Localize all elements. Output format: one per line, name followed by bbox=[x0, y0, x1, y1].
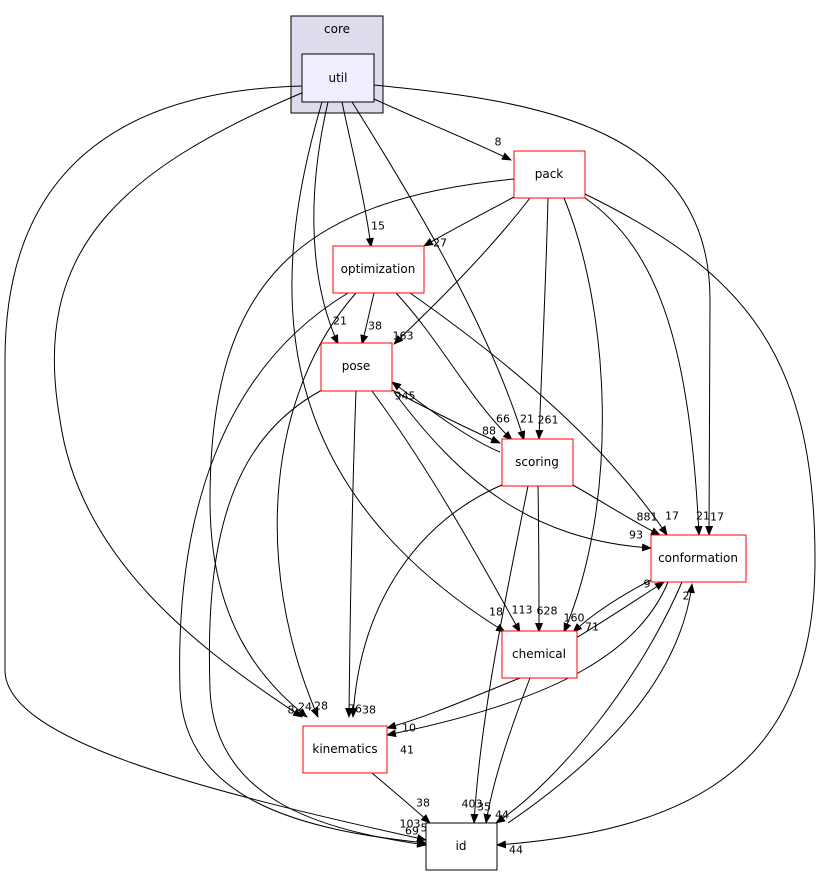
edges bbox=[4, 84, 816, 849]
edge-label: 403 bbox=[462, 798, 483, 811]
edge-pack-optimization bbox=[423, 196, 515, 247]
edge-label: 18 bbox=[489, 606, 503, 619]
edge-pose-chemical bbox=[371, 390, 521, 633]
edge-pack-kinematics bbox=[209, 178, 515, 718]
edge-label: 945 bbox=[395, 390, 416, 403]
edge-label: 71 bbox=[585, 621, 599, 634]
edge-label: 881 bbox=[637, 511, 658, 524]
edge-util-pose bbox=[313, 101, 339, 345]
node-scoring[interactable]: scoring bbox=[501, 438, 574, 487]
edge-label: 163 bbox=[393, 330, 414, 343]
edge-label: 44 bbox=[509, 844, 523, 857]
edge-label: 27 bbox=[433, 237, 447, 250]
edge-pose-id bbox=[208, 389, 427, 848]
edge-pack-chemical bbox=[563, 197, 603, 633]
edge-scoring-conformation bbox=[570, 483, 661, 536]
edge-label: 8 bbox=[288, 704, 295, 717]
edge-label: 8 bbox=[495, 136, 502, 149]
edge-scoring-chemical bbox=[534, 485, 543, 633]
node-chemical[interactable]: chemical bbox=[501, 630, 578, 679]
edge-label: 41 bbox=[400, 744, 414, 757]
edge-kinematics-id bbox=[371, 772, 431, 824]
node-kinematics-label: kinematics bbox=[312, 742, 377, 756]
edge-conformation-kinematics bbox=[386, 581, 669, 738]
node-conformation-label: conformation bbox=[658, 551, 738, 565]
edge-label: 76 bbox=[348, 703, 362, 716]
edge-chemical-kinematics bbox=[386, 677, 521, 730]
edge-label: 38 bbox=[362, 704, 376, 717]
edge-scoring-kinematics bbox=[349, 483, 505, 718]
node-pose[interactable]: pose bbox=[320, 342, 393, 392]
edge-util-chemical bbox=[291, 101, 506, 633]
edge-scoring-pose bbox=[391, 381, 501, 453]
edge-label: 66 bbox=[496, 413, 510, 426]
edge-scoring-id bbox=[470, 485, 529, 824]
node-util[interactable]: util bbox=[301, 53, 375, 103]
edge-optimization-scoring bbox=[395, 292, 513, 441]
node-util-label: util bbox=[329, 71, 348, 85]
edge-labels: 8 15 27 21 38 163 945 66 21 261 88 881 1… bbox=[288, 136, 725, 857]
edge-chemical-conformation bbox=[575, 581, 665, 639]
node-pose-label: pose bbox=[342, 359, 371, 373]
node-optimization-label: optimization bbox=[341, 262, 416, 276]
edge-label: 15 bbox=[371, 220, 385, 233]
edge-label: 21 bbox=[520, 413, 534, 426]
edge-label: 38 bbox=[416, 797, 430, 810]
node-scoring-label: scoring bbox=[515, 455, 559, 469]
edge-util-kinematics bbox=[53, 91, 305, 718]
edge-pose-kinematics bbox=[345, 390, 357, 718]
edge-label: 93 bbox=[629, 529, 643, 542]
edge-pack-id bbox=[496, 193, 816, 849]
edge-util-scoring bbox=[351, 101, 526, 441]
edge-label: 5 bbox=[421, 822, 428, 835]
node-kinematics[interactable]: kinematics bbox=[302, 725, 388, 774]
edge-label: 21 bbox=[696, 510, 710, 523]
edge-label: 2 bbox=[683, 590, 690, 603]
node-conformation[interactable]: conformation bbox=[650, 534, 747, 583]
edge-pose-conformation bbox=[393, 391, 652, 552]
node-id-label: id bbox=[456, 839, 467, 853]
edge-conformation-id bbox=[495, 581, 683, 824]
edge-label: 44 bbox=[495, 809, 509, 822]
edge-label: 28 bbox=[314, 700, 328, 713]
edge-label: 160 bbox=[564, 612, 585, 625]
edge-chemical-id bbox=[483, 677, 531, 824]
node-optimization[interactable]: optimization bbox=[332, 245, 425, 294]
edge-conformation-chemical bbox=[572, 579, 652, 633]
edge-pack-pose bbox=[393, 197, 531, 345]
edge-label: 9 bbox=[644, 578, 651, 591]
node-pack[interactable]: pack bbox=[513, 150, 586, 199]
edge-pack-scoring bbox=[535, 197, 549, 440]
cluster-core-label: core bbox=[324, 22, 350, 36]
edge-label: 69 bbox=[405, 825, 419, 838]
edge-label: 35 bbox=[477, 801, 491, 814]
edge-optimization-conformation bbox=[409, 292, 668, 536]
edge-util-pack bbox=[373, 98, 512, 161]
edge-label: 88 bbox=[482, 425, 496, 438]
edge-label: 628 bbox=[537, 605, 558, 618]
edge-optimization-id bbox=[179, 292, 427, 847]
edge-label: 17 bbox=[710, 511, 724, 524]
node-pack-label: pack bbox=[535, 167, 564, 181]
edge-util-id bbox=[4, 85, 427, 842]
edge-util-conformation bbox=[373, 84, 714, 536]
edge-id-conformation bbox=[507, 583, 695, 824]
node-id[interactable]: id bbox=[425, 822, 498, 871]
edge-label: 10 bbox=[402, 722, 416, 735]
edge-label: 38 bbox=[368, 320, 382, 333]
node-chemical-label: chemical bbox=[512, 647, 566, 661]
edge-label: 261 bbox=[538, 414, 559, 427]
edge-label: 24 bbox=[298, 701, 312, 714]
edge-optimization-pose bbox=[360, 292, 375, 345]
edge-label: 21 bbox=[333, 315, 347, 328]
edge-optimization-kinematics bbox=[276, 292, 357, 718]
edge-pose-scoring bbox=[391, 389, 501, 444]
edge-util-optimization bbox=[341, 101, 374, 248]
edge-label: 103 bbox=[400, 818, 421, 831]
edge-pack-conformation bbox=[584, 197, 703, 536]
edge-label: 17 bbox=[665, 510, 679, 523]
edge-label: 113 bbox=[512, 604, 533, 617]
